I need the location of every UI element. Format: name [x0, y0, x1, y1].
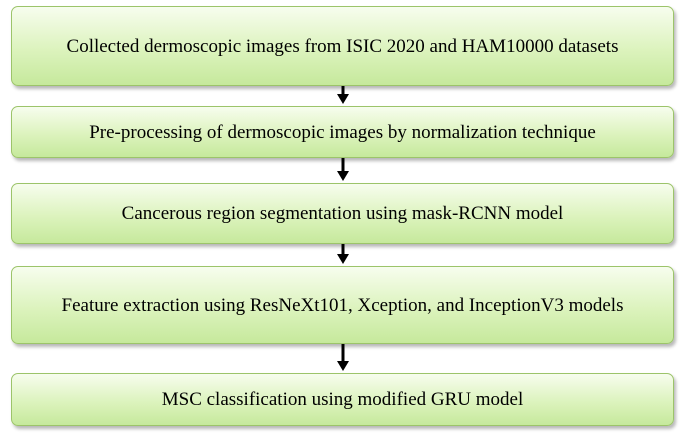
step-4-feature-extraction: Feature extraction using ResNeXt101, Xce… — [11, 266, 674, 344]
step-5-classification: MSC classification using modified GRU mo… — [11, 373, 674, 426]
arrow-2-to-3 — [337, 158, 349, 181]
arrow-1-to-2 — [337, 86, 349, 104]
step-5-label: MSC classification using modified GRU mo… — [161, 389, 524, 410]
step-1-label: Collected dermoscopic images from ISIC 2… — [66, 35, 619, 57]
step-3-segmentation: Cancerous region segmentation using mask… — [11, 183, 674, 244]
step-4-label: Feature extraction using ResNeXt101, Xce… — [61, 294, 624, 316]
step-3-label: Cancerous region segmentation using mask… — [121, 203, 564, 224]
arrow-3-to-4 — [337, 244, 349, 264]
step-2-label: Pre-processing of dermoscopic images by … — [89, 121, 596, 143]
step-2-preprocessing: Pre-processing of dermoscopic images by … — [11, 106, 674, 158]
arrow-4-to-5 — [337, 344, 349, 371]
step-1-data-collection: Collected dermoscopic images from ISIC 2… — [11, 6, 674, 86]
